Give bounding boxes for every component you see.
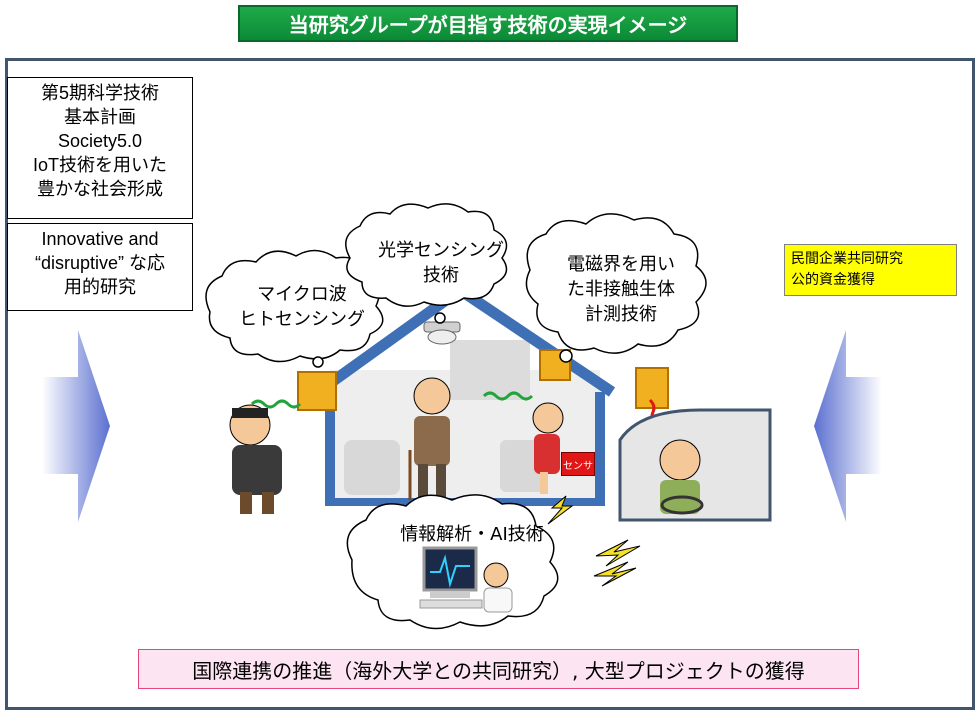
optical-wave-icon [482, 391, 534, 401]
ceiling-sensor-icon [423, 321, 461, 345]
burglar-icon [229, 404, 282, 514]
cloud-line: 光学センシング [378, 240, 504, 261]
cloud-line: マイクロ波 [257, 284, 347, 305]
funding-line: 民間企業共同研究 [791, 251, 903, 267]
cloud-line: ヒトセンシング [239, 309, 365, 330]
plan-line: Society5.0 [57, 131, 143, 151]
cloud-optical-text: 光学センシング 技術 [356, 238, 526, 288]
elderly-man-icon [408, 377, 451, 500]
cloud-analysis-text: 情報解析・AI技術 [372, 522, 572, 547]
funding-box: 民間企業共同研究 公的資金獲得 [784, 244, 957, 296]
sensor-label: センサ [561, 452, 595, 476]
lightning-icon [595, 539, 641, 567]
lightning-icon [547, 495, 574, 525]
innovative-research-box: Innovative and “disruptive” な応 用的研究 [7, 223, 193, 311]
plan-line: 豊かな社会形成 [37, 179, 163, 199]
science-plan-box: 第5期科学技術 基本計画 Society5.0 IoT技術を用いた 豊かな社会形… [7, 77, 193, 219]
left-arrow-icon [42, 330, 110, 522]
research-line: “disruptive” な応 [34, 253, 166, 273]
cloud-line: 技術 [423, 265, 459, 286]
cloud-optical [345, 203, 508, 324]
cloud-electromagnetic-text: 電磁界を用い た非接触生体 計測技術 [546, 252, 696, 327]
plan-line: IoT技術を用いた [32, 155, 167, 175]
funding-line: 公的資金獲得 [791, 272, 875, 288]
lightning-icon [593, 561, 637, 587]
cloud-electromagnetic [525, 213, 707, 363]
cloud-line: 情報解析・AI技術 [400, 524, 544, 545]
research-line: 用的研究 [64, 277, 136, 297]
microwave-wave-icon [250, 399, 302, 409]
car-driver-icon [618, 408, 772, 522]
plan-line: 基本計画 [64, 107, 136, 127]
right-arrow-icon [814, 330, 882, 522]
plan-line: 第5期科学技術 [40, 83, 159, 103]
bottom-banner: 国際連携の推進（海外大学との共同研究）, 大型プロジェクトの獲得 [138, 649, 859, 689]
research-line: Innovative and [41, 229, 159, 249]
main-frame [5, 58, 975, 710]
monitor-icon [419, 546, 483, 609]
cloud-line: た非接触生体 [567, 279, 675, 300]
elderly-woman-icon [532, 402, 564, 494]
diagram-title: 当研究グループが目指す技術の実現イメージ [238, 5, 738, 42]
cloud-line: 電磁界を用い [567, 254, 675, 275]
cloud-microwave-text: マイクロ波 ヒトセンシング [222, 282, 382, 332]
cloud-line: 計測技術 [585, 304, 657, 325]
house-icon [314, 284, 616, 506]
doctor-icon [483, 562, 513, 613]
cloud-microwave [205, 249, 384, 368]
